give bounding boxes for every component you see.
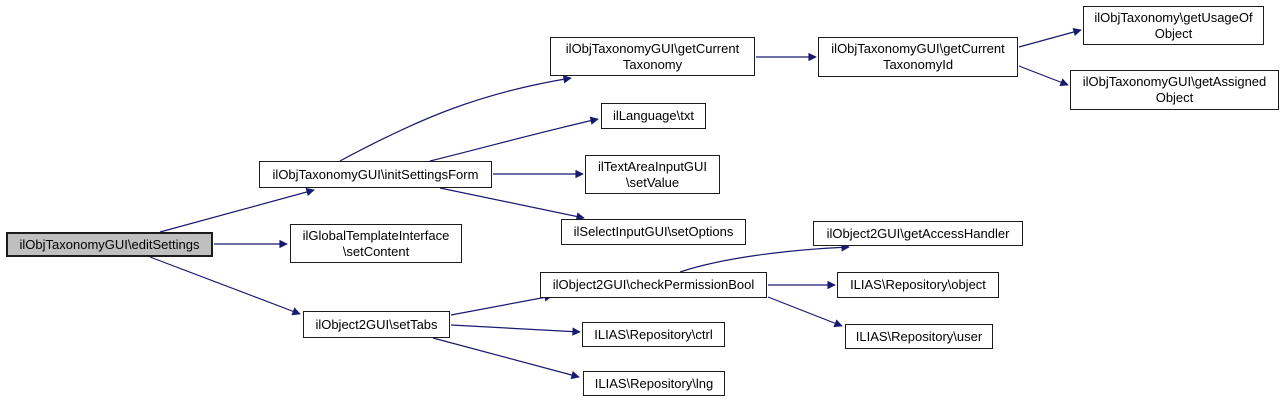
graph-node-setContent[interactable]: ilGlobalTemplateInterface \setContent [290, 224, 462, 263]
edge-editSettings-to-initSettingsForm [159, 187, 315, 233]
graph-node-checkPermissionBool[interactable]: ilObject2GUI\checkPermissionBool [540, 272, 767, 298]
graph-node-setTabs[interactable]: ilObject2GUI\setTabs [303, 311, 450, 338]
graph-node-lng[interactable]: ILIAS\Repository\lng [583, 371, 725, 396]
graph-node-setValue[interactable]: ilTextAreaInputGUI \setValue [585, 155, 720, 194]
graph-node-editSettings: ilObjTaxonomyGUI\editSettings [6, 232, 213, 257]
graph-node-initSettingsForm[interactable]: ilObjTaxonomyGUI\initSettingsForm [259, 161, 492, 188]
edge-initSettingsForm-to-setOptions [439, 187, 585, 221]
graph-node-getUsageOfObject[interactable]: ilObjTaxonomy\getUsageOf Object [1083, 6, 1264, 45]
graph-node-getCurrentTaxonomy[interactable]: ilObjTaxonomyGUI\getCurrent Taxonomy [550, 37, 755, 76]
edge-getCurrentTaxonomyId-to-getUsageOfObject [1018, 27, 1082, 48]
graph-node-getAssignedObject[interactable]: ilObjTaxonomyGUI\getAssigned Object [1070, 70, 1279, 110]
edge-setTabs-to-lng [432, 337, 580, 380]
edge-setTabs-to-checkPermissionBool [450, 293, 553, 316]
edge-checkPermissionBool-to-user [767, 296, 843, 328]
graph-node-getCurrentTaxonomyId[interactable]: ilObjTaxonomyGUI\getCurrent TaxonomyId [818, 37, 1018, 77]
edge-initSettingsForm-to-getCurrentTaxonomy [339, 75, 572, 162]
graph-node-setOptions[interactable]: ilSelectInputGUI\setOptions [561, 219, 746, 245]
edge-checkPermissionBool-to-getAccessHandler [679, 243, 850, 273]
edge-editSettings-to-setTabs [149, 256, 301, 316]
graph-node-object[interactable]: ILIAS\Repository\object [837, 272, 999, 298]
edge-setTabs-to-ctrl [450, 324, 581, 336]
graph-node-ctrl[interactable]: ILIAS\Repository\ctrl [582, 322, 725, 347]
edge-initSettingsForm-to-txt [429, 116, 599, 162]
graph-node-getAccessHandler[interactable]: ilObject2GUI\getAccessHandler [813, 221, 1023, 246]
graph-node-user[interactable]: ILIAS\Repository\user [845, 324, 993, 349]
graph-node-txt[interactable]: ilLanguage\txt [601, 103, 706, 129]
edge-getCurrentTaxonomyId-to-getAssignedObject [1018, 65, 1069, 87]
